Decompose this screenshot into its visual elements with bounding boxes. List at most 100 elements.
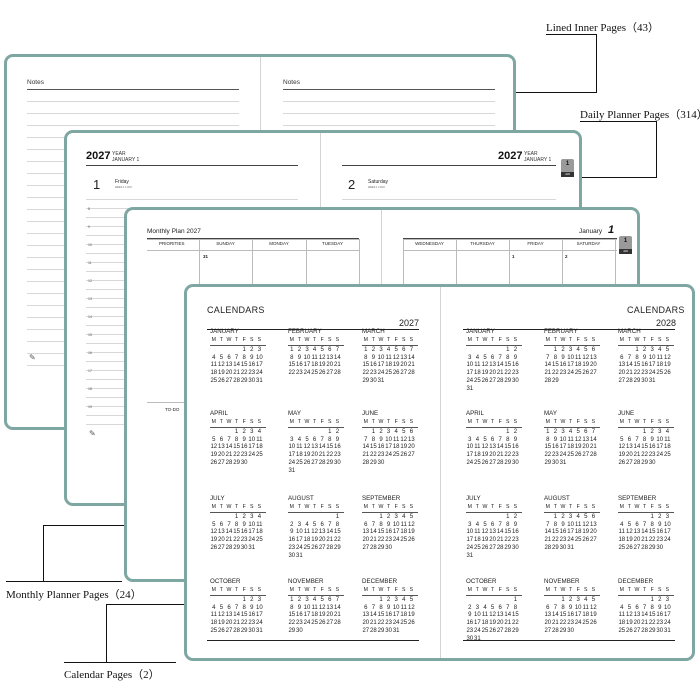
day-number: 27 (225, 377, 233, 384)
weekday-letter: W (482, 419, 488, 425)
day-number: 12 (218, 362, 225, 369)
day-number: 30 (656, 627, 664, 634)
day-number: 5 (212, 436, 216, 443)
day-number: 12 (303, 444, 311, 451)
hour-label: 9 (88, 225, 90, 229)
weekday-letter: T (312, 504, 317, 510)
weekday-letter: T (219, 337, 223, 343)
day-number: 5 (627, 604, 632, 611)
month-tab[interactable]: 1 JAN (619, 236, 632, 254)
weekday-letter: F (576, 337, 580, 343)
day-number: 6 (364, 521, 368, 528)
day-number: 8 (650, 521, 654, 528)
day-number: 8 (364, 354, 368, 361)
day-number: 17 (559, 444, 567, 451)
day-number: 16 (385, 529, 392, 536)
weekday-letter: M (619, 419, 624, 425)
day-number: 10 (377, 354, 385, 361)
hour-label: 13 (88, 297, 92, 301)
mini-month-rule (544, 426, 600, 428)
day-number: 30 (377, 459, 385, 466)
month-tab-number: 1 (565, 161, 570, 167)
day-number: 9 (513, 436, 518, 443)
day-number: 19 (218, 370, 225, 377)
day-number: 14 (334, 604, 341, 611)
day-number: 6 (320, 521, 324, 528)
day-number: 27 (326, 370, 334, 377)
day-number: 15 (633, 362, 641, 369)
day-number: 6 (635, 604, 639, 611)
day-number: 7 (234, 354, 239, 361)
day-number: 23 (240, 452, 248, 459)
mini-month-rule (362, 594, 418, 596)
weekday-letter: S (335, 337, 340, 343)
day-number: 25 (582, 620, 590, 627)
day-number: 1 (650, 596, 654, 603)
day-number: 2 (561, 346, 565, 353)
day-number: 11 (311, 354, 318, 361)
day-number: 11 (400, 604, 407, 611)
day-number: 13 (633, 612, 641, 619)
grid-line (147, 239, 359, 240)
weekday-letter: T (627, 587, 631, 593)
day-number: 7 (234, 604, 239, 611)
day-number: 14 (326, 529, 334, 536)
mini-month-name: JULY (466, 495, 481, 502)
day-number: 6 (627, 436, 632, 443)
day-number: 18 (296, 452, 303, 459)
weekday-letter: T (312, 419, 317, 425)
grid-line (403, 250, 617, 251)
day-number: 18 (210, 370, 218, 377)
day-number: 5 (576, 428, 580, 435)
day-number: 26 (218, 377, 225, 384)
day-number: 9 (290, 529, 294, 536)
day-number: 31 (648, 377, 656, 384)
day-number: 6 (364, 604, 368, 611)
day-number: 26 (210, 459, 218, 466)
day-number: 28 (641, 544, 648, 551)
day-number: 8 (650, 604, 654, 611)
weekday-letter: T (627, 337, 631, 343)
day-number: 13 (590, 521, 597, 528)
daily-header-rule (342, 165, 556, 166)
day-number (496, 429, 504, 436)
day-number: 29 (240, 627, 248, 634)
day-number: 7 (642, 604, 647, 611)
day-number: 29 (377, 544, 385, 551)
day-number (481, 514, 489, 521)
day-number: 29 (641, 459, 648, 466)
day-number: 12 (582, 521, 590, 528)
weekday-letter: M (211, 419, 216, 425)
weekday-letter: F (498, 419, 502, 425)
day-number: 19 (481, 370, 489, 377)
day-number: 25 (664, 452, 671, 459)
calendar-top-rule (207, 329, 419, 330)
day-number: 10 (574, 604, 582, 611)
day-number: 22 (552, 537, 559, 544)
day-number: 3 (290, 436, 294, 443)
day-number: 26 (218, 627, 225, 634)
weekday-letter: S (506, 504, 510, 510)
day-number: 7 (328, 521, 332, 528)
month-tab[interactable]: 1 JAN (561, 159, 574, 177)
leader-line (43, 525, 44, 581)
weekday-letter: T (297, 419, 301, 425)
day-number: 22 (377, 537, 385, 544)
day-number: 2 (468, 604, 472, 611)
hour-label: 17 (88, 369, 92, 373)
weekday-letter: F (242, 419, 246, 425)
day-number: 5 (394, 346, 398, 353)
day-number: 31 (474, 635, 481, 642)
day-number: 13 (489, 529, 496, 536)
mini-month-rule (466, 511, 522, 513)
day-number: 16 (296, 362, 303, 369)
day-number: 25 (296, 459, 303, 466)
day-number: 31 (256, 627, 263, 634)
day-number: 11 (567, 436, 574, 443)
day-number: 26 (582, 537, 590, 544)
weekday-letter: T (234, 504, 239, 510)
day-number: 2 (371, 346, 376, 353)
mini-month-name: OCTOBER (466, 578, 497, 585)
